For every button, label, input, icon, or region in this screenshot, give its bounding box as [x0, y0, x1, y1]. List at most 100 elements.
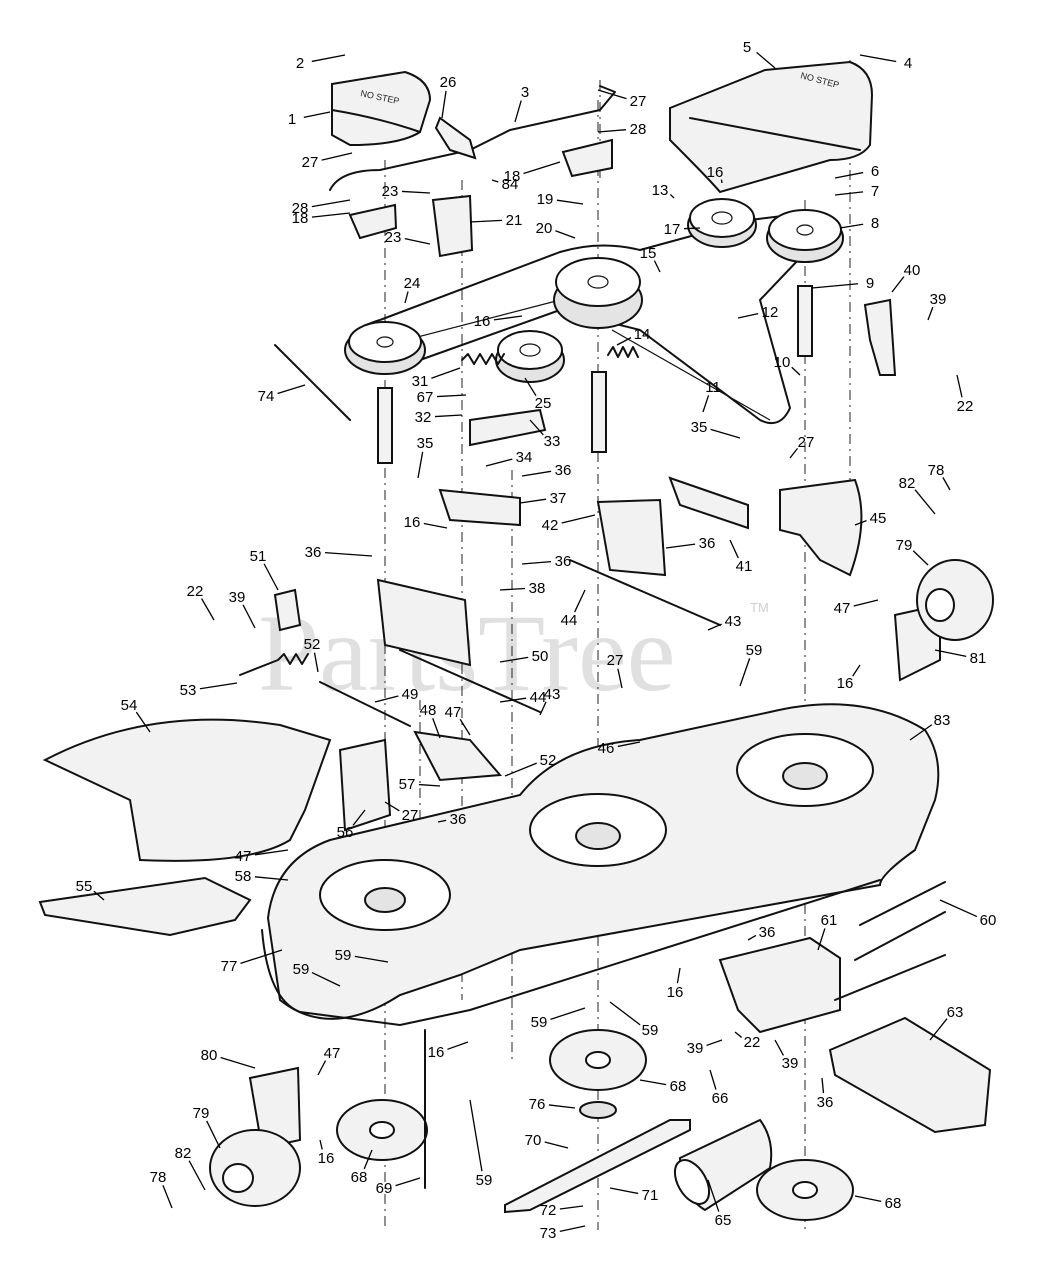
- callout-label: 16: [837, 675, 854, 692]
- callout-label: 78: [150, 1169, 167, 1186]
- rod-44-upper: [569, 559, 721, 626]
- callout-label: 83: [934, 712, 951, 729]
- callout-leader: [774, 1039, 785, 1056]
- callout-leader: [817, 928, 826, 951]
- callout-leader: [514, 100, 522, 123]
- callout-label: 65: [715, 1212, 732, 1229]
- callout-label: 56: [337, 824, 354, 841]
- callout-leader: [914, 489, 936, 515]
- callout-leader: [317, 1060, 327, 1076]
- callout-label: 16: [318, 1150, 335, 1167]
- callout-label: 68: [670, 1078, 687, 1095]
- callout-leader: [791, 366, 801, 376]
- callout-label: 72: [540, 1202, 557, 1219]
- bracket-40: [863, 298, 897, 376]
- callout-label: 50: [532, 648, 549, 665]
- callout-label: 78: [928, 462, 945, 479]
- callout-leader: [927, 306, 934, 321]
- callout-label: 59: [293, 961, 310, 978]
- callout-label: 59: [335, 947, 352, 964]
- callout-label: 31: [412, 373, 429, 390]
- callout-label: 36: [555, 462, 572, 479]
- callout-label: 35: [417, 435, 434, 452]
- callout-leader: [201, 598, 215, 621]
- callout-leader: [616, 337, 632, 346]
- callout-label: 39: [687, 1040, 704, 1057]
- spindle-left: [377, 387, 393, 464]
- callout-label: 27: [607, 652, 624, 669]
- callout-leader: [559, 1225, 586, 1232]
- callout-leader: [683, 227, 701, 230]
- callout-label: 19: [537, 191, 554, 208]
- callout-label: 28: [630, 121, 647, 138]
- bracket-61: [718, 936, 841, 1034]
- callout-label: 44: [530, 689, 547, 706]
- callout-leader: [242, 604, 256, 629]
- pulley-left: [344, 321, 426, 375]
- rod-49: [319, 681, 411, 727]
- callout-leader: [909, 724, 933, 741]
- callout-label: 27: [798, 434, 815, 451]
- callout-label: 58: [235, 868, 252, 885]
- bracket-42: [596, 498, 667, 577]
- callout-label: 24: [404, 275, 421, 292]
- cylinder-65: [673, 1118, 773, 1212]
- callout-label: 8: [871, 215, 879, 232]
- callout-label: 12: [762, 304, 779, 321]
- callout-leader: [854, 520, 867, 526]
- spindle-center: [591, 371, 607, 453]
- callout-leader: [839, 223, 864, 229]
- callout-leader: [891, 276, 905, 293]
- callout-label: 47: [235, 848, 252, 865]
- callout-label: 71: [642, 1187, 659, 1204]
- part-large-belt-cover: NO STEP: [669, 60, 874, 194]
- rod-60-b: [854, 911, 946, 961]
- rod-60-c: [834, 954, 946, 1001]
- callout-label: 32: [415, 409, 432, 426]
- blade-adapter-center: [549, 1029, 647, 1091]
- callout-label: 66: [712, 1090, 729, 1107]
- callout-leader: [401, 190, 431, 194]
- callout-label: 44: [561, 612, 578, 629]
- callout-leader: [617, 741, 641, 748]
- callout-leader: [434, 414, 463, 418]
- callout-leader: [834, 171, 864, 179]
- bracket-51: [273, 588, 302, 632]
- spindle-right: [797, 285, 813, 357]
- callout-label: 16: [428, 1044, 445, 1061]
- callout-label: 47: [324, 1045, 341, 1062]
- callout-leader: [162, 1184, 173, 1209]
- callout-leader: [423, 522, 448, 529]
- callout-leader: [617, 668, 623, 689]
- callout-label: 10: [774, 354, 791, 371]
- callout-label: 43: [725, 613, 742, 630]
- part-74: [274, 344, 351, 421]
- callout-label: 14: [634, 326, 651, 343]
- callout-label: 81: [970, 650, 987, 667]
- guard-45: [779, 478, 863, 577]
- bracket-56: [338, 738, 392, 832]
- callout-label: 7: [871, 183, 879, 200]
- callout-label: 18: [292, 210, 309, 227]
- callout-leader: [254, 849, 289, 856]
- callout-label: 25: [535, 395, 552, 412]
- blade-70: [504, 1119, 691, 1214]
- callout-leader: [441, 90, 447, 119]
- spring-53: [239, 653, 309, 676]
- callout-label: 23: [385, 229, 402, 246]
- callout-leader: [609, 1001, 641, 1026]
- callout-label: 17: [664, 221, 681, 238]
- callout-label: 20: [536, 220, 553, 237]
- callout-label: 74: [258, 388, 275, 405]
- mower-deck: [261, 703, 940, 1026]
- mulch-plate-55: [38, 876, 252, 937]
- callout-leader: [485, 458, 513, 467]
- callout-leader: [521, 561, 552, 565]
- callout-label: 47: [834, 600, 851, 617]
- spring-14: [607, 346, 639, 358]
- callout-leader: [853, 599, 879, 607]
- callout-leader: [521, 470, 552, 477]
- callout-leader: [303, 111, 331, 119]
- callout-label: 23: [382, 183, 399, 200]
- callout-leader: [319, 1139, 323, 1150]
